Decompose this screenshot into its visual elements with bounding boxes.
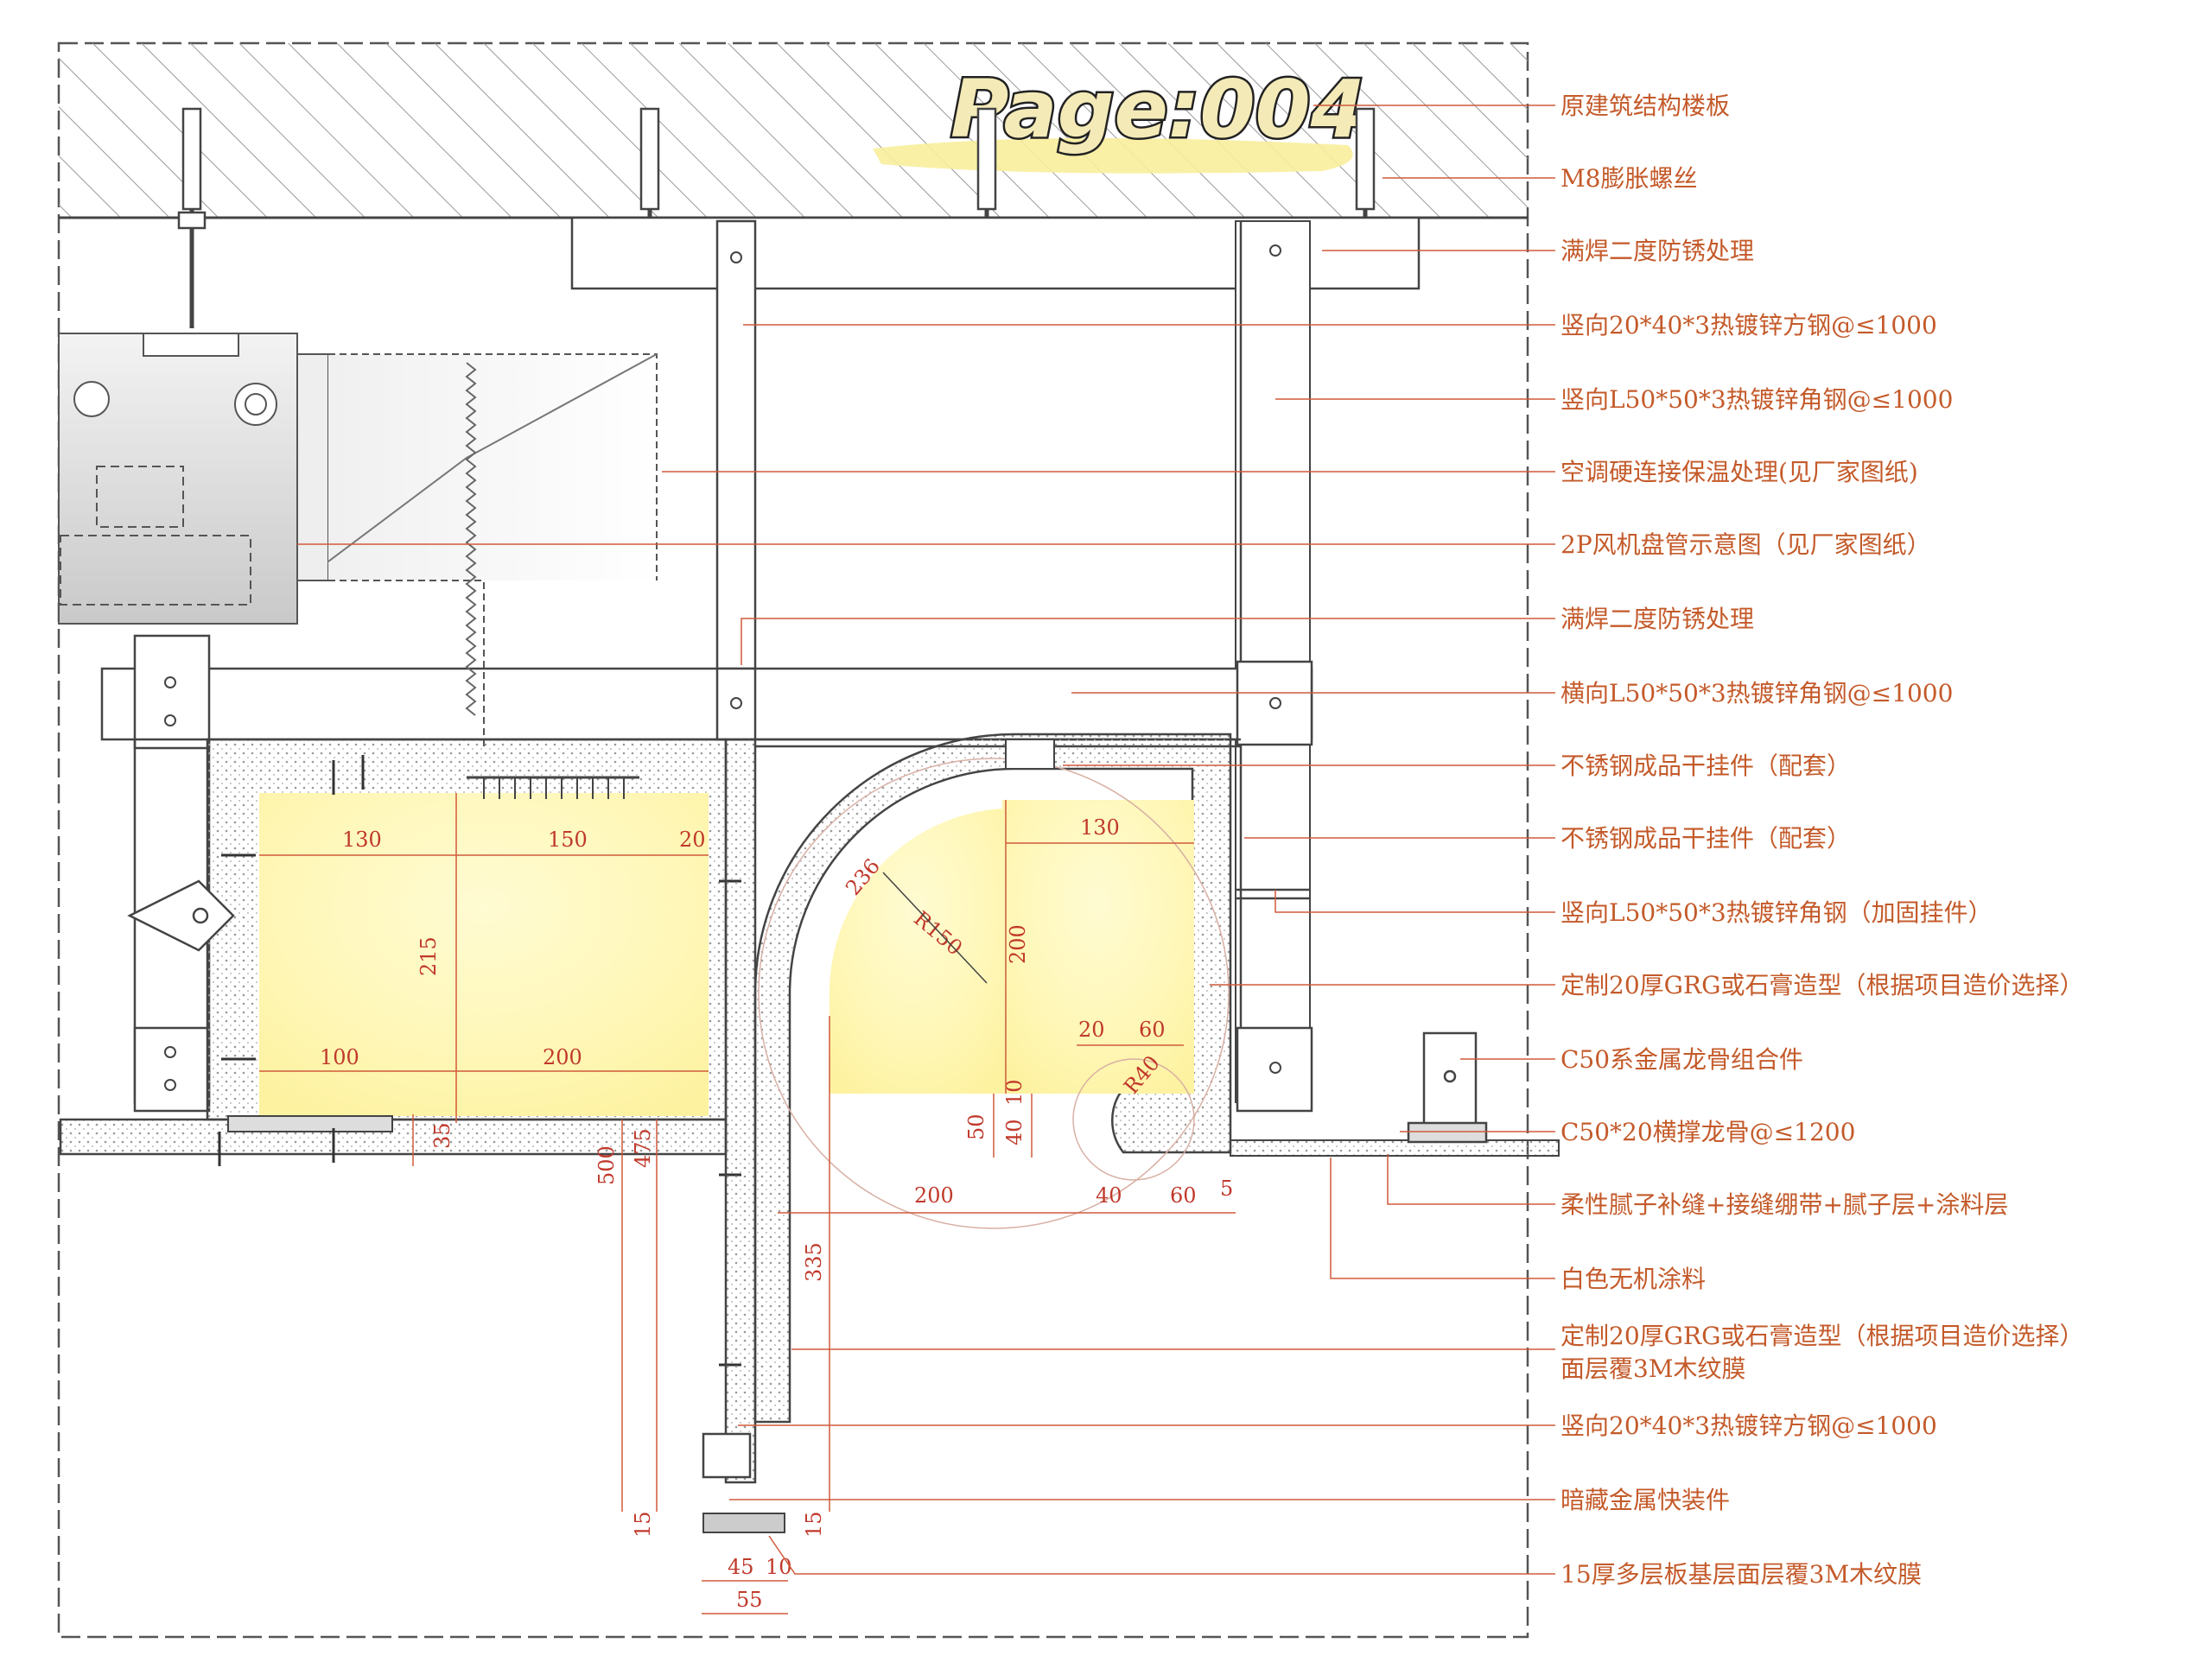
dim-right-200v: 200 xyxy=(1006,924,1030,964)
vertical-post xyxy=(702,738,785,1533)
label-weld-rustproof-2: 满焊二度防锈处理 xyxy=(1560,605,1754,633)
dim-left-500: 500 xyxy=(594,1145,619,1185)
bolt-marks xyxy=(164,244,1281,1091)
dim-left-475: 475 xyxy=(631,1128,655,1168)
label-stainless-hanger-1: 不锈钢成品干挂件（配套） xyxy=(1560,752,1851,780)
label-grg-shape-2: 定制20厚GRG或石膏造型（根据项目造价选择） xyxy=(1560,1322,2083,1350)
left-curtain-box xyxy=(59,738,728,1156)
annotation-leaders xyxy=(297,105,1555,1575)
dim-right-200h: 200 xyxy=(914,1183,954,1208)
label-plywood-base: 15厚多层板基层面层覆3M木纹膜 xyxy=(1560,1560,1922,1589)
page-label-group: Page:004 xyxy=(873,61,1368,174)
c50-keel-icon xyxy=(1407,1031,1488,1144)
label-wood-film: 面层覆3M木纹膜 xyxy=(1560,1354,1746,1383)
dim-left-150: 150 xyxy=(548,828,588,852)
label-stainless-hanger-2: 不锈钢成品干挂件（配套） xyxy=(1560,824,1851,853)
label-c50-keel: C50系金属龙骨组合件 xyxy=(1560,1045,1803,1074)
dim-post-15b: 15 xyxy=(802,1511,826,1538)
dim-right-60h: 60 xyxy=(1170,1183,1197,1208)
dim-right-335: 335 xyxy=(802,1242,826,1282)
dim-post-55: 55 xyxy=(736,1588,763,1612)
fan-coil-unit-icon xyxy=(58,333,658,746)
dimension-lines xyxy=(259,793,1236,1614)
label-weld-rustproof-1: 满焊二度防锈处理 xyxy=(1560,237,1754,265)
dim-left-35: 35 xyxy=(430,1122,454,1149)
dim-post-45: 45 xyxy=(728,1555,754,1579)
annotation-labels: 原建筑结构楼板 M8膨胀螺丝 满焊二度防锈处理 竖向20*40*3热镀锌方钢@≤… xyxy=(1560,92,2083,1589)
label-grg-shape-1: 定制20厚GRG或石膏造型（根据项目造价选择） xyxy=(1560,971,2083,999)
dry-hanger-icon xyxy=(127,879,235,952)
label-ac-insulation: 空调硬连接保温处理(见厂家图纸) xyxy=(1560,458,1918,486)
label-vertical-square-steel-2: 竖向20*40*3热镀锌方钢@≤1000 xyxy=(1560,1411,1937,1440)
page-label: Page:004 xyxy=(950,63,1366,155)
dim-right-40h: 40 xyxy=(1096,1183,1122,1208)
dim-post-10: 10 xyxy=(766,1555,792,1579)
label-horizontal-angle-steel: 横向L50*50*3热镀锌角钢@≤1000 xyxy=(1560,679,1953,707)
dim-right-5: 5 xyxy=(1220,1177,1233,1201)
dim-right-40v: 40 xyxy=(1002,1119,1027,1145)
curtain-track-icon xyxy=(483,777,625,799)
label-reinforce-angle: 竖向L50*50*3热镀锌角钢（加固挂件） xyxy=(1560,898,1993,927)
dim-left-20: 20 xyxy=(679,828,706,852)
flex-duct-zigzag xyxy=(465,362,477,716)
dim-left-100: 100 xyxy=(320,1045,359,1069)
label-putty-layers: 柔性腻子补缝+接缝绷带+腻子层+涂料层 xyxy=(1560,1190,2008,1219)
label-c50-cross-keel: C50*20横撑龙骨@≤1200 xyxy=(1560,1118,1855,1146)
label-structural-slab: 原建筑结构楼板 xyxy=(1560,92,1730,120)
dim-right-130: 130 xyxy=(1080,815,1120,840)
label-white-paint: 白色无机涂料 xyxy=(1560,1265,1706,1293)
dim-right-60: 60 xyxy=(1139,1018,1166,1042)
dim-post-15a: 15 xyxy=(631,1511,655,1538)
label-vertical-angle-steel: 竖向L50*50*3热镀锌角钢@≤1000 xyxy=(1560,385,1953,414)
label-vertical-square-steel-1: 竖向20*40*3热镀锌方钢@≤1000 xyxy=(1560,311,1937,339)
dim-left-200: 200 xyxy=(543,1045,582,1069)
steel-hanging-frame xyxy=(100,216,1421,1113)
label-m8-bolt: M8膨胀螺丝 xyxy=(1560,164,1698,193)
label-fan-coil: 2P风机盘管示意图（见厂家图纸） xyxy=(1560,530,1931,559)
dim-left-215: 215 xyxy=(416,936,441,976)
dim-left-130: 130 xyxy=(342,828,382,852)
label-hidden-fastener: 暗藏金属快装件 xyxy=(1560,1486,1730,1514)
dim-right-20: 20 xyxy=(1078,1018,1105,1042)
dim-right-50: 50 xyxy=(964,1113,988,1140)
